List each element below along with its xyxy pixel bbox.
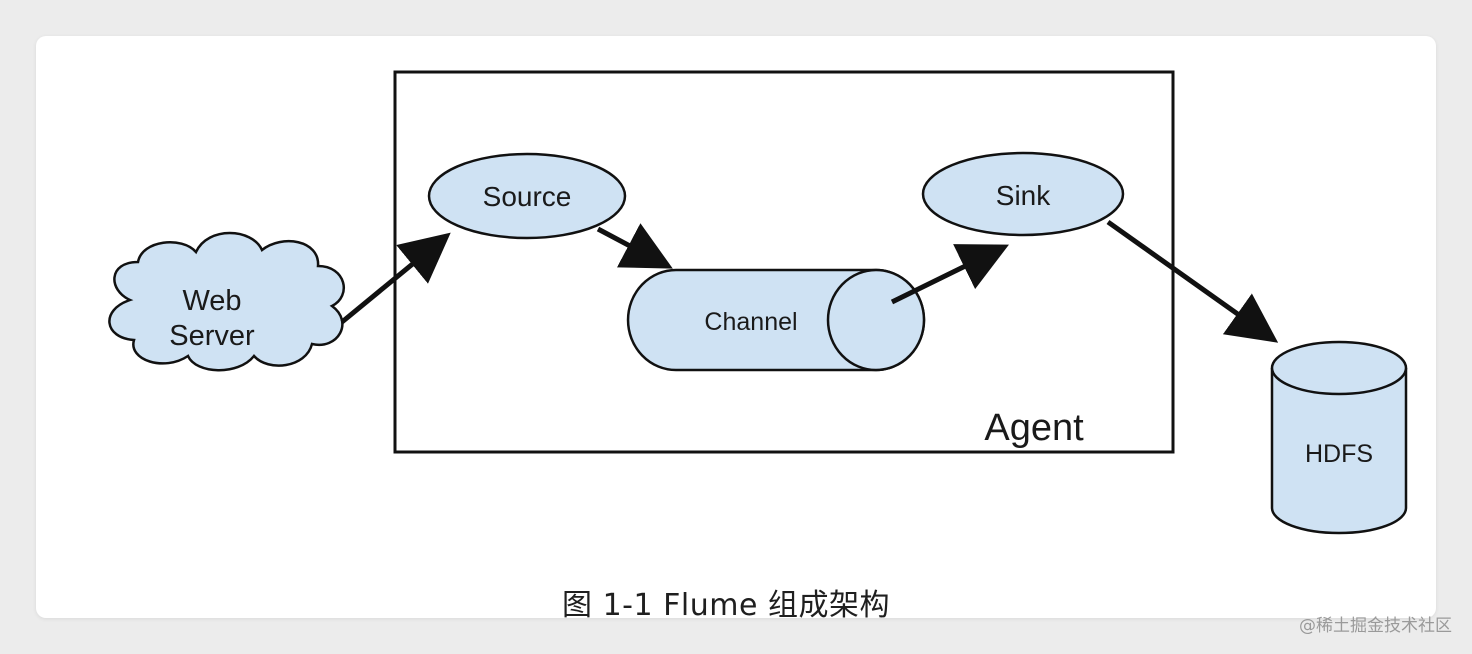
channel-node: Channel — [626, 268, 926, 372]
sink-label: Sink — [996, 180, 1051, 211]
arrow-sink-to-hdfs — [1106, 219, 1279, 343]
watermark: @稀土掘金技术社区 — [1299, 616, 1452, 636]
web-server-label-line2: Server — [169, 320, 255, 352]
figure-caption-text: 图 1-1 Flume 组成架构 — [562, 588, 890, 623]
figure-caption: 图 1-1 Flume 组成架构 — [0, 580, 1472, 624]
arrow-source-to-channel — [596, 223, 673, 269]
sink-node: Sink — [921, 151, 1125, 237]
hdfs-label: HDFS — [1305, 440, 1373, 468]
hdfs-node: HDFS — [1270, 340, 1408, 535]
source-label: Source — [483, 181, 572, 212]
agent-box — [393, 70, 1175, 454]
source-node: Source — [427, 152, 627, 240]
channel-label: Channel — [704, 308, 797, 336]
web-server-cloud: Web Server — [108, 231, 345, 372]
web-server-label-line1: Web — [182, 285, 241, 317]
agent-label: Agent — [984, 407, 1084, 449]
arrow-channel-to-sink — [890, 244, 1009, 305]
arrow-webserver-to-source — [340, 232, 451, 324]
